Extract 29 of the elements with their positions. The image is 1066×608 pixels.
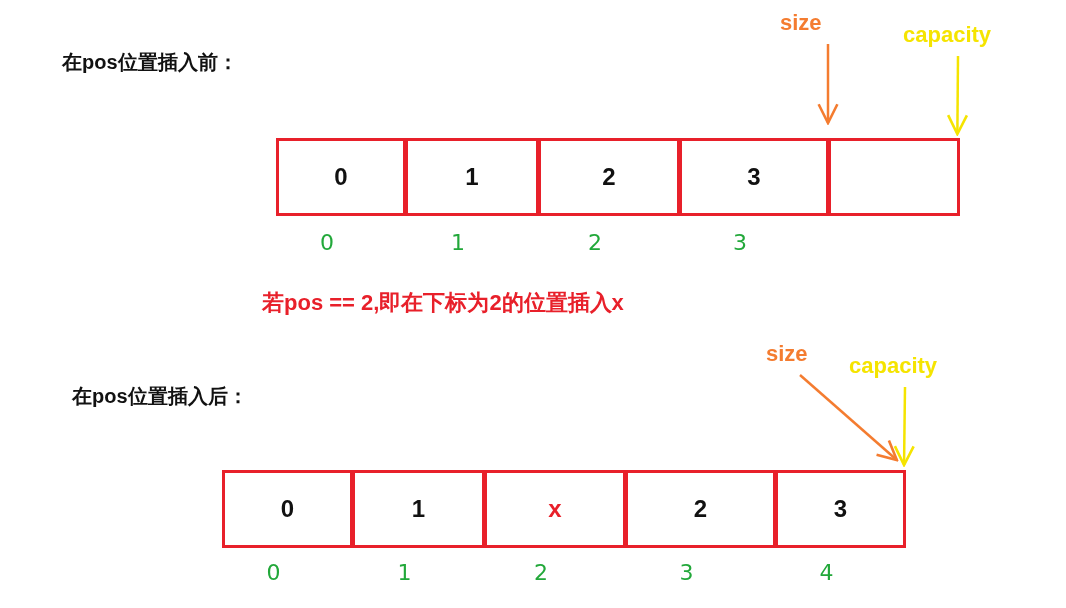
index-number: 3 — [733, 232, 747, 254]
array-cell: 2 — [538, 138, 680, 216]
index-number: 0 — [320, 232, 334, 254]
array-cell: x — [484, 470, 626, 548]
note-text: 若pos == 2,即在下标为2的位置插入x — [262, 292, 624, 314]
index-number: 1 — [397, 562, 412, 584]
arrow — [799, 374, 899, 462]
array-cell: 0 — [276, 138, 406, 216]
pointer-label: capacity — [903, 24, 992, 46]
pointer-label: size — [766, 343, 808, 365]
index-number: 0 — [266, 562, 281, 584]
array-cell: 1 — [352, 470, 485, 548]
array-cell: 3 — [775, 470, 906, 548]
array-cell: 1 — [405, 138, 539, 216]
index-number: 2 — [588, 232, 602, 254]
index-number: 3 — [679, 562, 694, 584]
arrow — [893, 387, 915, 467]
pointer-label: size — [780, 12, 822, 34]
array-cell: 3 — [679, 138, 829, 216]
index-number: 1 — [451, 232, 465, 254]
index-number: 4 — [819, 562, 834, 584]
index-number: 2 — [534, 562, 548, 584]
array-cell: 0 — [222, 470, 353, 548]
arrow — [946, 56, 969, 136]
array-cell: 2 — [625, 470, 776, 548]
heading-text: 在pos位置插入后： — [72, 386, 248, 406]
pointer-label: capacity — [849, 355, 938, 377]
heading-text: 在pos位置插入前： — [62, 52, 238, 72]
arrow — [817, 44, 839, 125]
